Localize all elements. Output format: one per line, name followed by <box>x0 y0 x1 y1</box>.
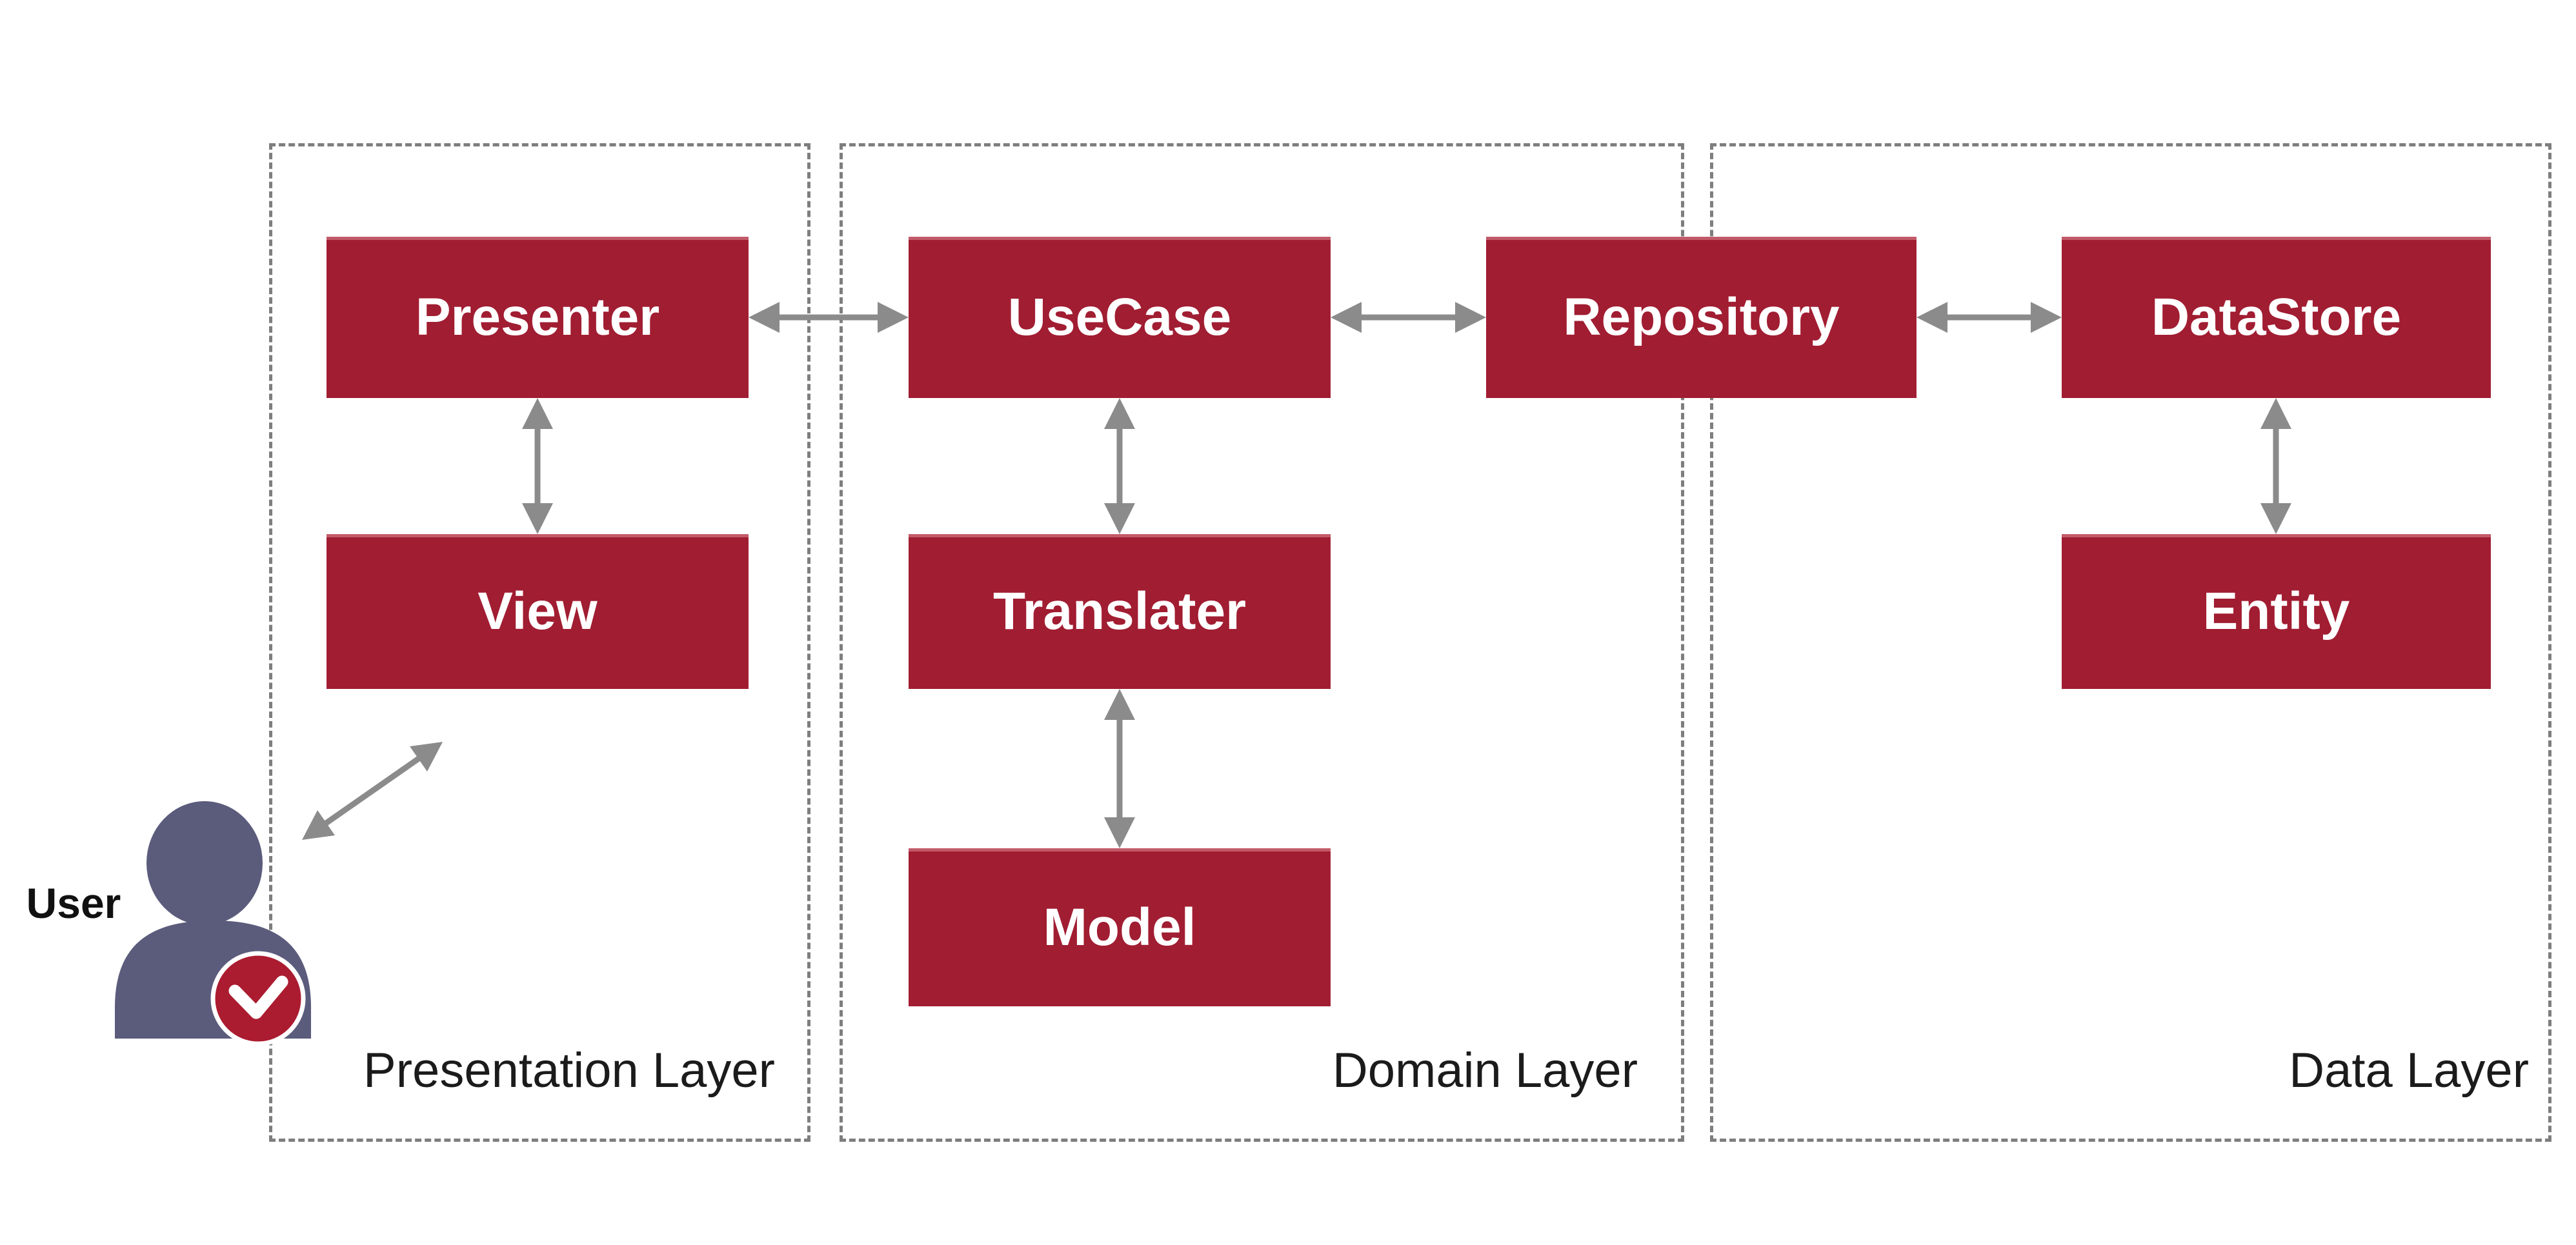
domain-layer-label: Domain Layer <box>1332 1043 1638 1098</box>
node-translater-label: Translater <box>993 582 1246 641</box>
user-label: User <box>26 879 121 927</box>
arrow-usecase-repository <box>1331 302 1486 333</box>
node-translater: Translater <box>909 534 1331 689</box>
check-badge-icon <box>210 951 306 1046</box>
node-view-label: View <box>478 582 598 641</box>
arrow-presenter-view <box>522 398 553 534</box>
node-model-label: Model <box>1043 897 1196 957</box>
node-repository: Repository <box>1486 237 1917 398</box>
node-presenter-label: Presenter <box>415 288 660 346</box>
node-datastore-label: DataStore <box>2151 288 2402 346</box>
node-usecase: UseCase <box>909 237 1331 398</box>
presentation-layer-box <box>269 143 810 1142</box>
data-layer-box <box>1710 143 2551 1142</box>
arrow-translater-model <box>1104 689 1135 848</box>
node-entity: Entity <box>2062 534 2491 689</box>
node-entity-label: Entity <box>2202 582 2350 641</box>
node-view: View <box>327 534 749 689</box>
node-model: Model <box>909 848 1331 1006</box>
arrow-user-view <box>302 742 443 840</box>
domain-layer-box <box>840 143 1684 1142</box>
node-presenter: Presenter <box>327 237 749 398</box>
data-layer-label: Data Layer <box>2289 1043 2529 1098</box>
node-datastore: DataStore <box>2062 237 2491 398</box>
arrow-datastore-entity <box>2260 398 2291 534</box>
node-repository-label: Repository <box>1563 288 1840 346</box>
arrow-repository-datastore <box>1917 302 2062 333</box>
presentation-layer-label: Presentation Layer <box>363 1043 775 1098</box>
arrow-presenter-usecase <box>749 302 909 333</box>
node-usecase-label: UseCase <box>1007 288 1232 346</box>
arrow-usecase-translater <box>1104 398 1135 534</box>
